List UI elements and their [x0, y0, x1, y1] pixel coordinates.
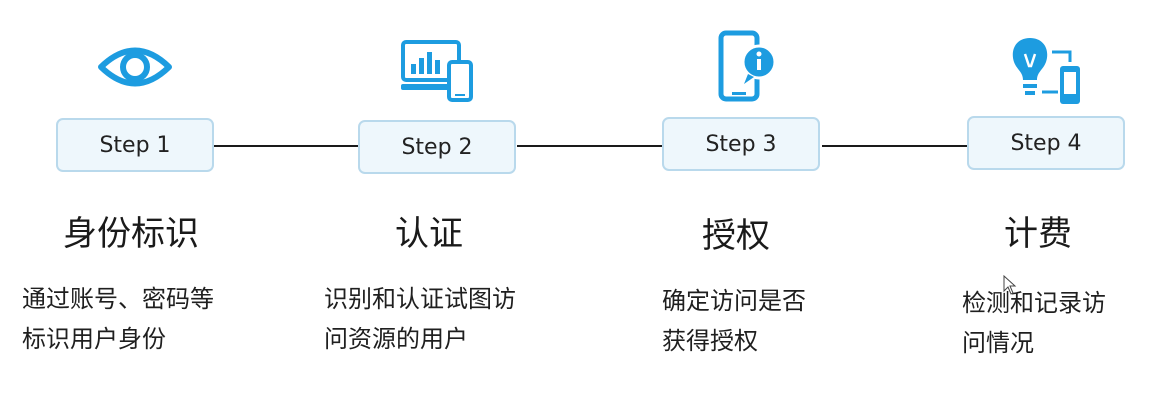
step-2-description: 识别和认证试图访 问资源的用户: [324, 279, 516, 359]
connector-line-1-2: [214, 145, 360, 147]
step-3-box: Step 3: [662, 117, 820, 171]
step-4-desc-line-2: 问情况: [962, 329, 1034, 357]
step-2-desc-line-1: 识别和认证试图访: [324, 285, 516, 313]
step-4-description: 检测和记录访 问情况: [962, 283, 1106, 363]
connector-line-2-3: [517, 145, 663, 147]
step-3-desc-line-1: 确定访问是否: [662, 287, 806, 315]
step-1-desc-line-2: 标识用户身份: [22, 325, 166, 353]
step-2-label: Step 2: [401, 134, 473, 160]
step-3-description: 确定访问是否 获得授权: [662, 281, 806, 361]
step-2-desc-line-2: 问资源的用户: [324, 325, 468, 353]
step-3-label: Step 3: [705, 131, 777, 157]
dashboard-devices-icon: [401, 40, 475, 106]
step-4-title: 计费: [1004, 214, 1072, 254]
eye-icon: [97, 44, 173, 94]
bulb-phone-icon: [1008, 34, 1086, 110]
step-3-desc-line-2: 获得授权: [662, 327, 758, 355]
step-4-box: Step 4: [967, 116, 1125, 170]
step-1-desc-line-1: 通过账号、密码等: [22, 285, 214, 313]
step-4-desc-line-1: 检测和记录访: [962, 289, 1106, 317]
step-1-description: 通过账号、密码等 标识用户身份: [22, 279, 214, 359]
step-1-box: Step 1: [56, 118, 214, 172]
step-2-title: 认证: [395, 214, 463, 254]
step-3-title: 授权: [702, 216, 770, 256]
step-4-label: Step 4: [1010, 130, 1082, 156]
mouse-cursor-icon: [1003, 274, 1017, 299]
connector-line-3-4: [822, 145, 968, 147]
step-1-title: 身份标识: [63, 214, 199, 254]
step-2-box: Step 2: [358, 120, 516, 174]
step-1-label: Step 1: [99, 132, 171, 158]
phone-info-icon: [718, 30, 780, 108]
